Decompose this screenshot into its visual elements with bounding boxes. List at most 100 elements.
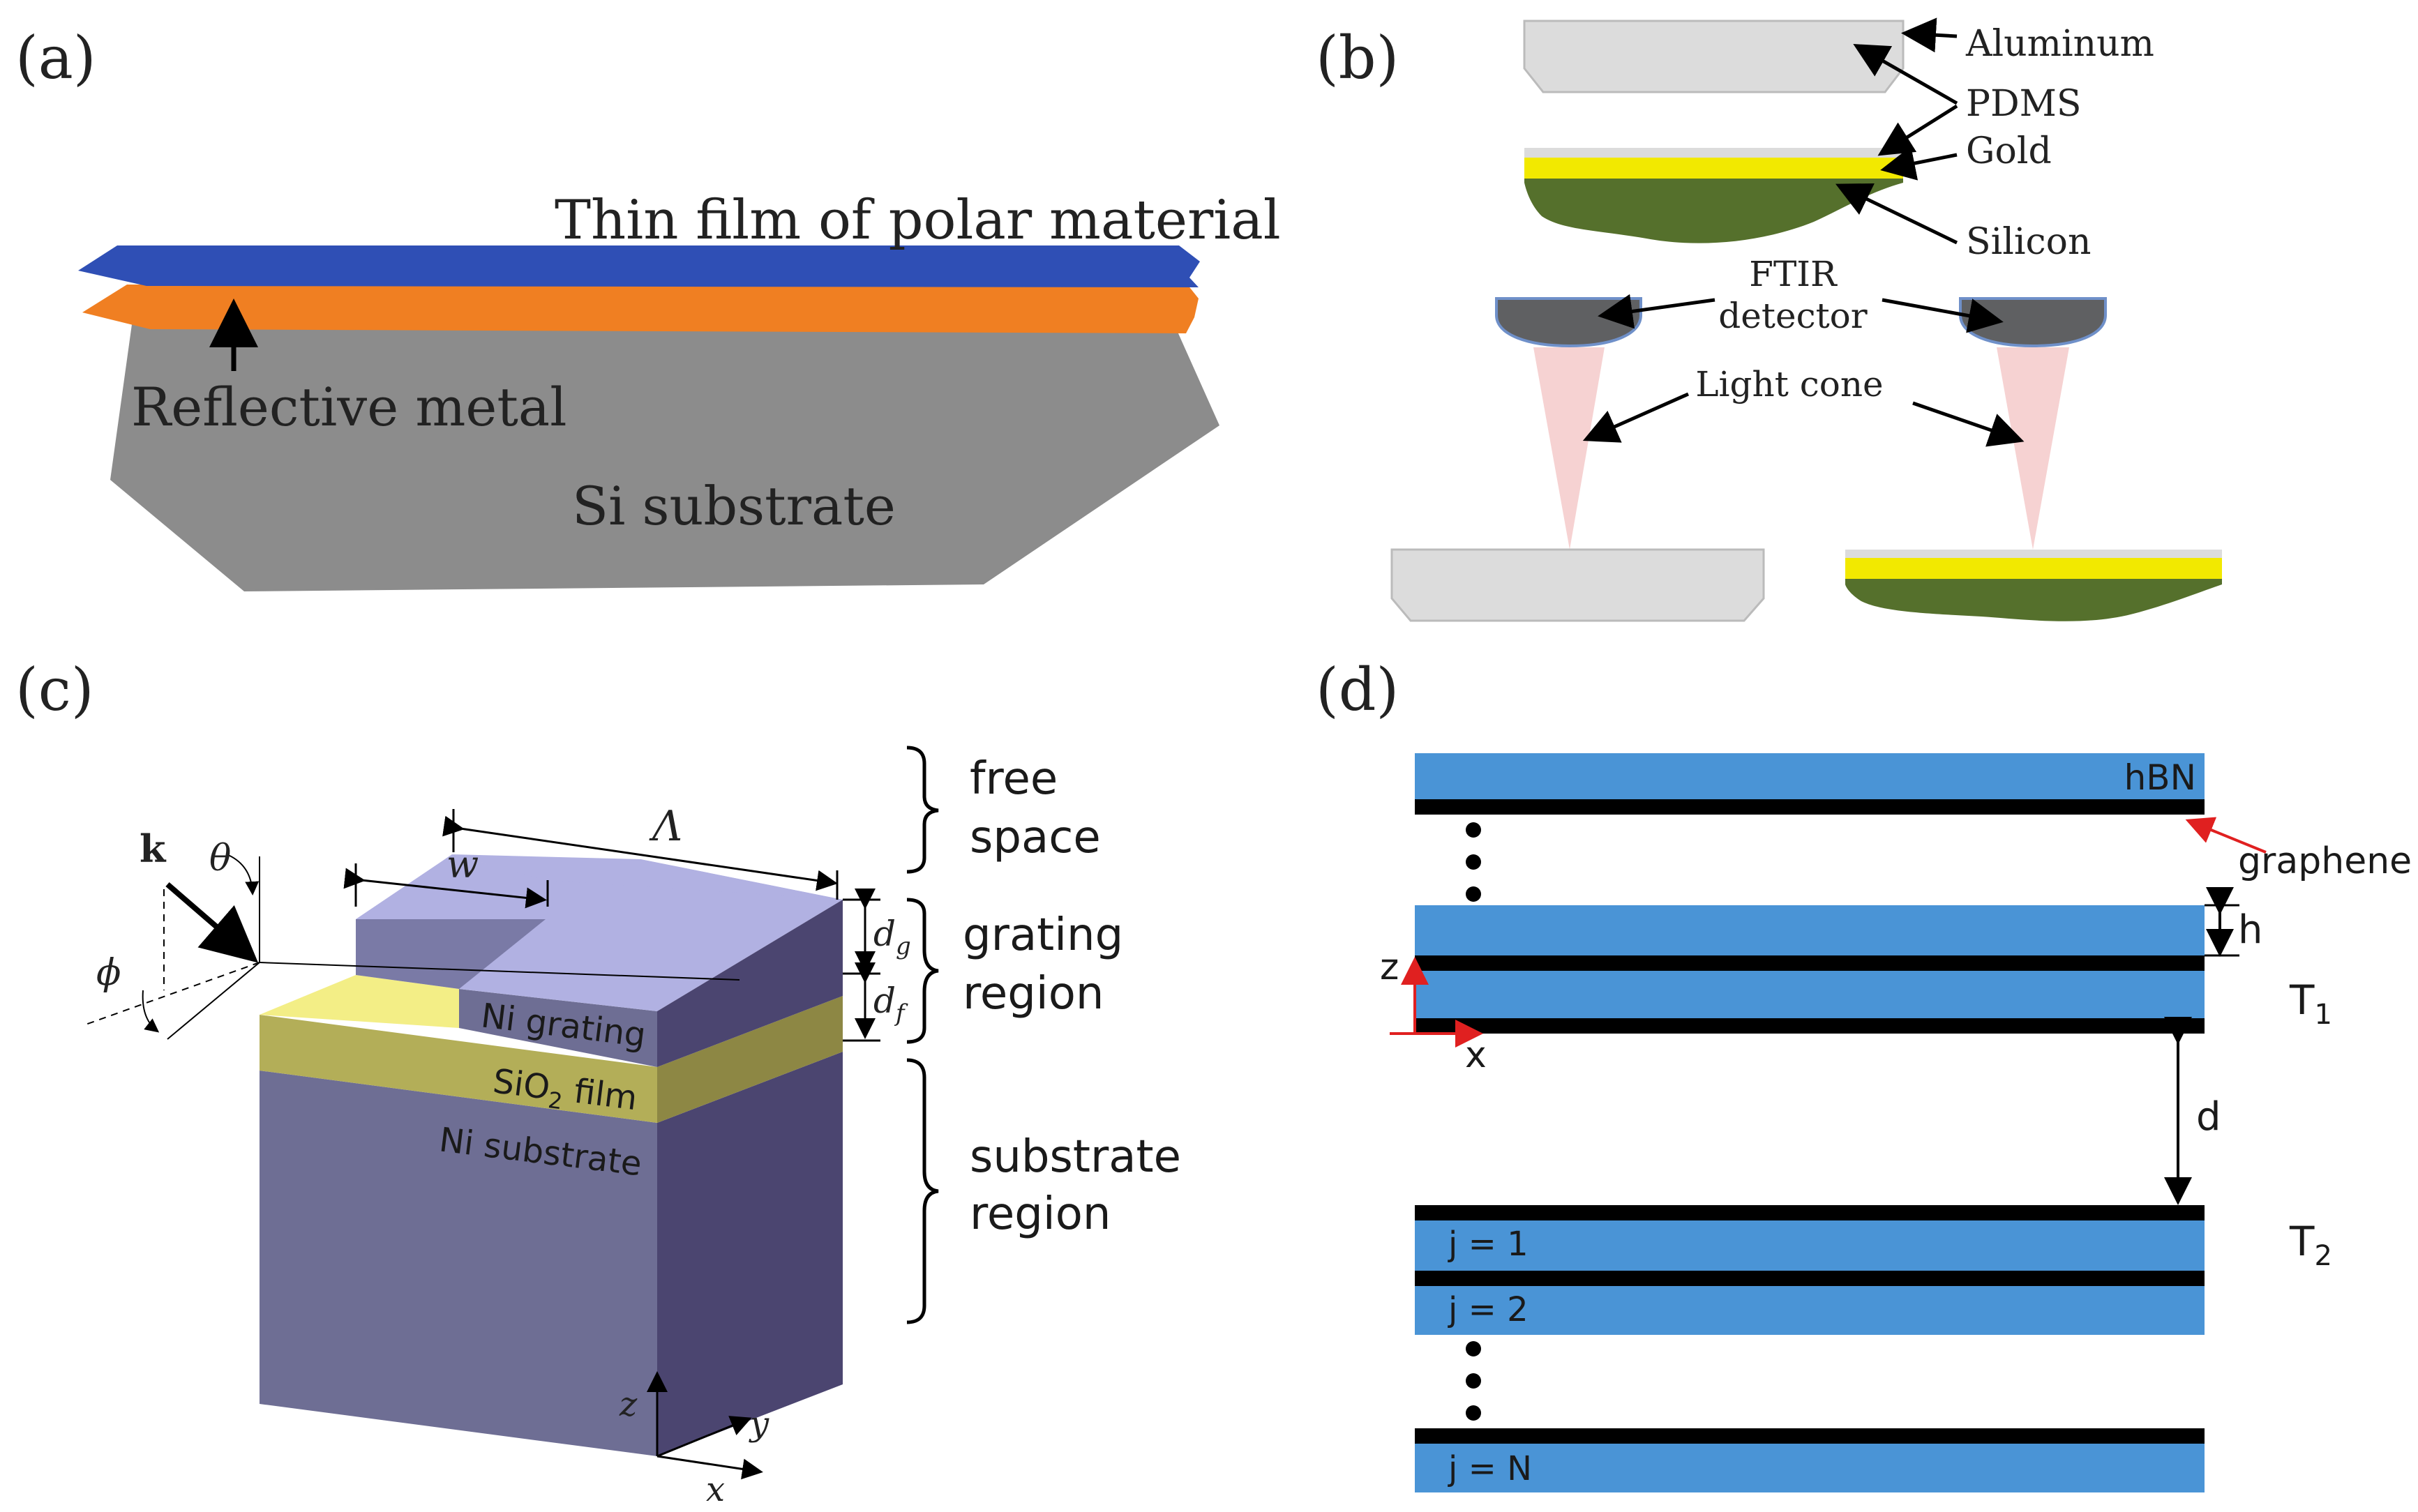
axis-z-label: z [619, 1385, 638, 1424]
graphene-label: graphene [2238, 840, 2412, 882]
phi-arc [142, 990, 160, 1033]
panel-c-label: (c) [15, 656, 94, 724]
axis-x-line [656, 1455, 763, 1480]
silicon-arrow [1835, 183, 1958, 245]
panel-d-label: (d) [1316, 656, 1399, 724]
light-cone-right [1997, 347, 2069, 550]
substrate-region-line1: substrate [970, 1131, 1181, 1183]
substrate-region-brace [906, 1058, 939, 1324]
grating-region-line2: region [963, 968, 1104, 1020]
ni-grating-side [657, 900, 843, 1067]
sio2-film-label: SiO2 film [490, 1061, 640, 1124]
grating-region-brace [906, 898, 939, 1044]
t2-label: T2 [2289, 1218, 2332, 1272]
hbn-layer-3 [1415, 971, 2205, 1018]
dot-2 [1466, 854, 1481, 870]
graphene-layer-t2-2 [1415, 1271, 2205, 1286]
ftir-label-line2: detector [1718, 296, 1867, 336]
lambda-arrow [442, 815, 838, 891]
aluminum-block-bottom [1390, 548, 1765, 622]
metal-label: Reflective metal [131, 376, 567, 438]
ftir-arrow-left [1598, 294, 1715, 329]
pdms-arrow-1 [1853, 44, 1958, 105]
substrate-region-line2: region [970, 1188, 1111, 1240]
d-axis-x-label: x [1465, 1034, 1487, 1076]
graphene-arrow [2185, 817, 2267, 854]
d-axis-z-label: z [1380, 946, 1399, 988]
ftir-detector-left [1495, 297, 1642, 348]
panel-b: (b) Aluminum PDMS Gold Silicon FTIR dete… [1316, 17, 2222, 622]
aluminum-block-top [1523, 20, 1905, 93]
reflective-metal-layer [82, 285, 1199, 333]
hbn-label: hBN [2124, 757, 2196, 798]
hbn-layer-j1 [1415, 1220, 2205, 1271]
dot-1 [1466, 822, 1481, 838]
panel-d: (d) hBN graphene h z x T1 d [1316, 656, 2412, 1492]
free-space-brace [906, 746, 939, 874]
d-gap-label: d [2196, 1094, 2221, 1140]
axis-x-label: x [706, 1470, 725, 1509]
silicon-layer-top [1524, 179, 1903, 243]
w-label: w [446, 842, 479, 886]
si-substrate [110, 319, 1219, 591]
gold-layer-top [1524, 158, 1903, 179]
jn-label: j = N [1448, 1449, 1532, 1488]
sio2-film-top [260, 975, 459, 1028]
graphene-layer-top [1415, 799, 2205, 815]
t1-label: T1 [2289, 976, 2332, 1031]
dot-3 [1466, 886, 1481, 902]
phi-label: ϕ [96, 952, 121, 994]
k-vector-arrow [165, 882, 259, 963]
ftir-arrow-right [1882, 298, 2004, 333]
cone-arrow-right [1912, 401, 2025, 447]
graphene-layer-3 [1415, 1018, 2205, 1034]
aluminum-label: Aluminum [1965, 23, 2154, 65]
ftir-label-line1: FTIR [1749, 254, 1838, 294]
j1-label: j = 1 [1448, 1225, 1529, 1264]
ni-substrate-front [260, 1071, 657, 1456]
plane-line-2 [167, 962, 260, 1040]
theta-arc [226, 854, 260, 895]
k-label: k [140, 826, 167, 871]
film-label: Thin film of polar material [555, 189, 1281, 252]
panel-c: (c) Λ w dg df Ni grating SiO2 fi [15, 656, 1181, 1509]
h-label: h [2238, 907, 2263, 953]
pdms-layer-top [1524, 148, 1903, 159]
dot-4 [1466, 1341, 1481, 1356]
plane-line-1 [259, 962, 740, 981]
theta-label: θ [209, 838, 231, 879]
aluminum-arrow [1901, 17, 1958, 53]
free-space-line2: space [970, 812, 1101, 863]
light-cone-left [1533, 347, 1605, 550]
panel-b-label: (b) [1316, 24, 1399, 92]
j2-label: j = 2 [1448, 1290, 1529, 1329]
grating-region-line1: grating [963, 909, 1123, 961]
pdms-label: PDMS [1966, 83, 2082, 125]
graphene-layer-t2-n [1415, 1428, 2205, 1444]
panel-a: (a) Thin film of polar material Reflecti… [15, 24, 1281, 591]
hbn-layer-top [1415, 753, 2205, 799]
dg-label: dg [873, 914, 911, 960]
silicon-label: Silicon [1966, 221, 2091, 263]
free-space-line1: free [970, 753, 1058, 805]
polar-film-layer [78, 245, 1200, 287]
w-arrow [343, 868, 547, 909]
ni-substrate-side [657, 1052, 843, 1456]
panel-a-label: (a) [15, 24, 96, 92]
ftir-detector-right [1959, 297, 2107, 348]
hbn-layer-jn [1415, 1444, 2205, 1492]
dot-6 [1466, 1405, 1481, 1421]
projection-line [83, 962, 260, 1026]
silicon-layer-bottom [1845, 579, 2222, 621]
lambda-label: Λ [649, 802, 682, 851]
hbn-layer-j2 [1415, 1286, 2205, 1335]
ni-grating-front [459, 989, 657, 1067]
axis-y-label: y [749, 1405, 769, 1444]
sio2-film-side [657, 996, 843, 1123]
hbn-layer-2 [1415, 905, 2205, 955]
df-label: df [873, 981, 908, 1027]
cone-arrow-left [1582, 392, 1690, 443]
gold-label: Gold [1966, 130, 2052, 172]
graphene-layer-t2-1 [1415, 1205, 2205, 1220]
sio2-film-front [260, 1015, 657, 1123]
